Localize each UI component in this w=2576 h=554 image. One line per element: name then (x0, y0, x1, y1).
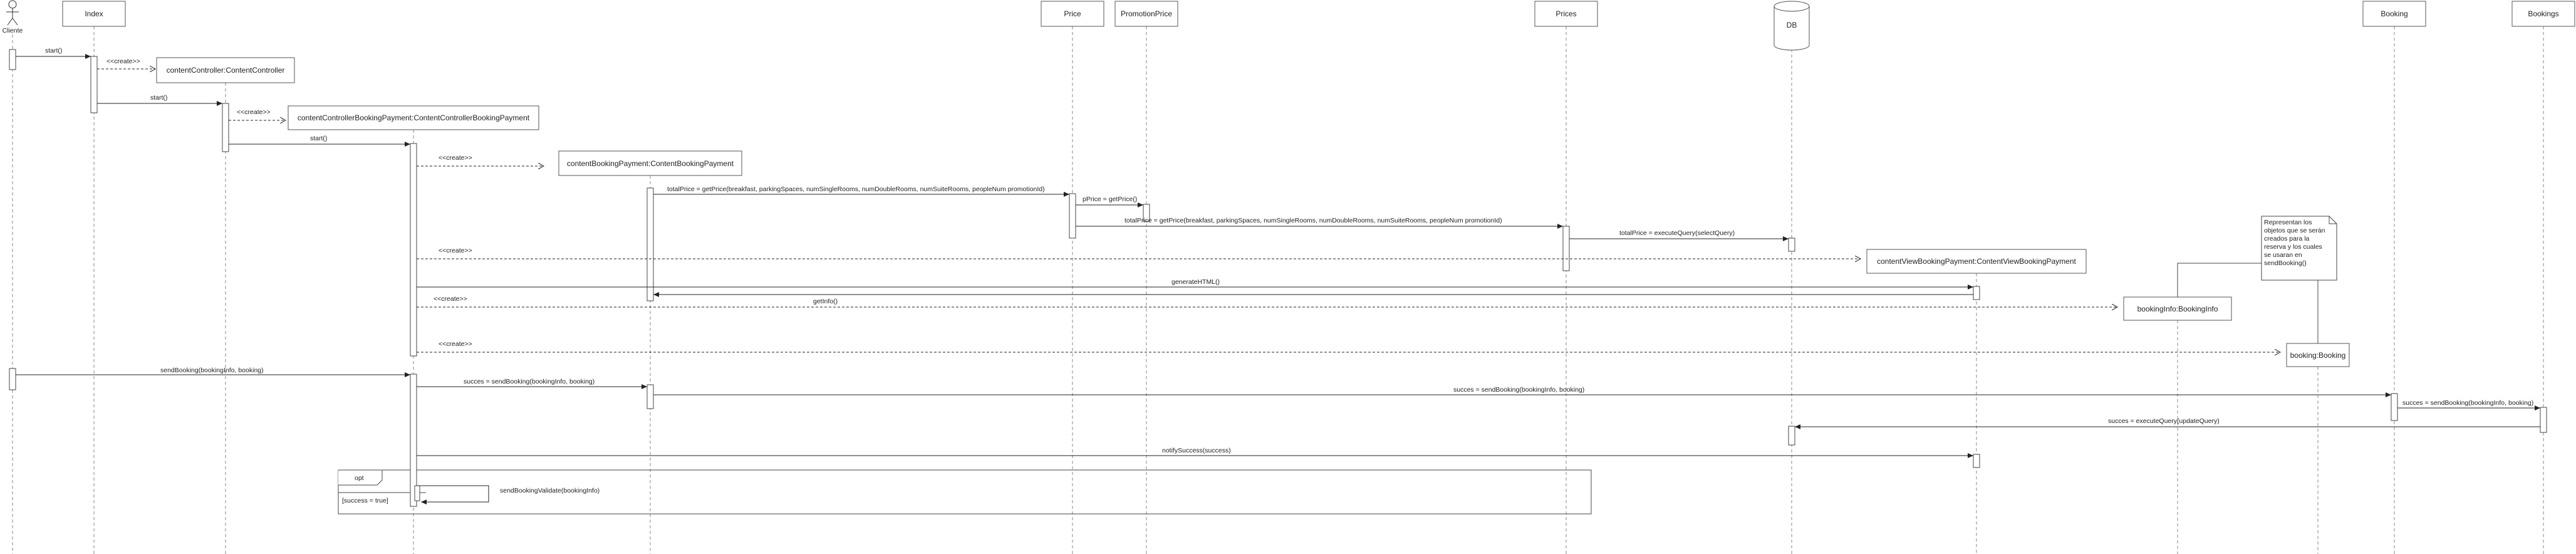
opt-frame (338, 469, 1592, 515)
object-booking-info: bookingInfo:BookingInfo (2123, 296, 2232, 321)
participant-promotion-price: PromotionPrice (1114, 1, 1178, 27)
actor-right-leg (12, 18, 18, 26)
activation-cbp-2 (647, 384, 654, 409)
message-validate-label: sendBookingValidate(bookingInfo) (500, 487, 600, 494)
activation-cliente-2 (9, 368, 16, 390)
message-create-4-label: <<create>> (439, 247, 472, 254)
participant-price: Price (1041, 1, 1104, 27)
participant-promotion-price-label: PromotionPrice (1121, 9, 1172, 18)
message-p-price-label: pPrice = getPrice() (1083, 196, 1137, 203)
note-line-2: objetos que se serán (2264, 227, 2325, 234)
activation-cvbp-1 (1973, 286, 1980, 300)
activation-price (1069, 193, 1076, 239)
message-send-booking-label: sendBooking(bookingInfo, booking) (160, 367, 264, 374)
message-notify-label: notifySuccess(success) (1162, 447, 1231, 454)
object-content-controller-booking-payment: contentControllerBookingPayment:ContentC… (288, 105, 539, 130)
participant-db-label: DB (1787, 21, 1797, 29)
message-execute-update-label: succes = executeQuery(updateQuery) (2108, 417, 2220, 425)
note-line-1: Representan los (2264, 219, 2312, 226)
message-total-price-label: totalPrice = getPrice(breakfast, parking… (667, 186, 1045, 193)
object-content-booking-payment: contentBookingPayment:ContentBookingPaym… (558, 150, 742, 176)
note-line-3: creados para la (2264, 235, 2310, 243)
actor-label: Cliente (3, 27, 23, 34)
message-total-price-2-label: totalPrice = getPrice(breakfast, parking… (1124, 217, 1502, 224)
object-content-controller-booking-payment-label: contentControllerBookingPayment:ContentC… (298, 113, 530, 122)
participant-price-label: Price (1064, 9, 1081, 18)
message-create-2-label: <<create>> (237, 108, 271, 116)
participant-index-label: Index (85, 9, 103, 18)
activation-cbp-1 (647, 187, 654, 301)
activation-db-2 (1788, 426, 1795, 446)
activation-booking (2391, 393, 2398, 421)
note-line-5: se usaran en (2264, 251, 2302, 259)
note: Representan los objetos que se serán cre… (2261, 216, 2337, 281)
message-succes-1-label: succes = sendBooking(bookingInfo, bookin… (464, 378, 595, 385)
opt-operator-label: opt (355, 474, 364, 482)
object-content-controller: contentController:ContentController (156, 57, 295, 83)
actor-cliente: Cliente (3, 0, 23, 34)
participant-prices-label: Prices (1555, 9, 1576, 18)
actor-left-leg (7, 18, 13, 26)
activation-ccbp-1 (410, 143, 417, 357)
actor-head (8, 0, 17, 9)
message-create-3-label: <<create>> (439, 154, 472, 162)
message-start-2-label: start() (150, 94, 167, 102)
participant-index: Index (62, 1, 126, 27)
activation-prices (1562, 226, 1570, 271)
activation-ccbp-2 (410, 374, 417, 507)
participant-booking: Booking (2362, 1, 2426, 27)
message-create-6-label: <<create>> (439, 340, 472, 348)
activation-cliente-1 (9, 49, 16, 70)
message-succes-2-label: succes = sendBooking(bookingInfo, bookin… (1453, 386, 1584, 394)
object-content-view-booking-payment: contentViewBookingPayment:ContentViewBoo… (1866, 249, 2087, 274)
note-shape (2261, 216, 2337, 281)
activation-promotion-price (1143, 204, 1150, 222)
note-connector-booking-info (2177, 263, 2262, 297)
note-fold (2329, 216, 2337, 224)
activation-cvbp-2 (1973, 454, 1980, 468)
participant-bookings-label: Bookings (2528, 9, 2558, 18)
message-start-1-label: start() (45, 47, 62, 55)
opt-fragment: opt [success = true] (338, 469, 1592, 515)
note-line-6: sendBooking() (2264, 259, 2307, 267)
object-booking-obj: booking:Booking (2286, 343, 2350, 367)
participant-booking-label: Booking (2381, 9, 2407, 18)
object-booking-info-label: bookingInfo:BookingInfo (2137, 305, 2218, 313)
message-validate-self (417, 485, 489, 504)
participant-prices: Prices (1534, 1, 1598, 27)
message-create-5-label: <<create>> (434, 295, 467, 303)
message-generate-html-label: generateHTML() (1171, 278, 1220, 286)
activation-content-controller (222, 103, 229, 152)
message-get-info-label: getInfo() (813, 298, 838, 305)
message-succes-3-label: succes = sendBooking(bookingInfo, bookin… (2402, 399, 2533, 407)
db-cylinder-top (1774, 1, 1810, 12)
participant-db: DB (1774, 1, 1810, 51)
activation-ccbp-self-call (414, 485, 420, 501)
activation-db-1 (1788, 238, 1795, 252)
opt-operator-tab (338, 469, 383, 486)
object-content-controller-label: contentController:ContentController (167, 66, 285, 75)
message-start-3-label: start() (310, 135, 327, 142)
message-create-1-label: <<create>> (106, 58, 140, 65)
activation-index (90, 56, 98, 113)
object-booking-obj-label: booking:Booking (2290, 351, 2346, 360)
message-execute-select-label: totalPrice = executeQuery(selectQuery) (1619, 229, 1735, 237)
activation-bookings (2540, 407, 2547, 433)
object-content-view-booking-payment-label: contentViewBookingPayment:ContentViewBoo… (1877, 257, 2076, 266)
note-line-4: reserva y los cuales (2264, 243, 2322, 251)
object-content-booking-payment-label: contentBookingPayment:ContentBookingPaym… (567, 159, 734, 168)
opt-guard-label: [success = true] (342, 497, 388, 504)
db-cylinder (1774, 6, 1810, 51)
participant-bookings: Bookings (2511, 1, 2575, 27)
